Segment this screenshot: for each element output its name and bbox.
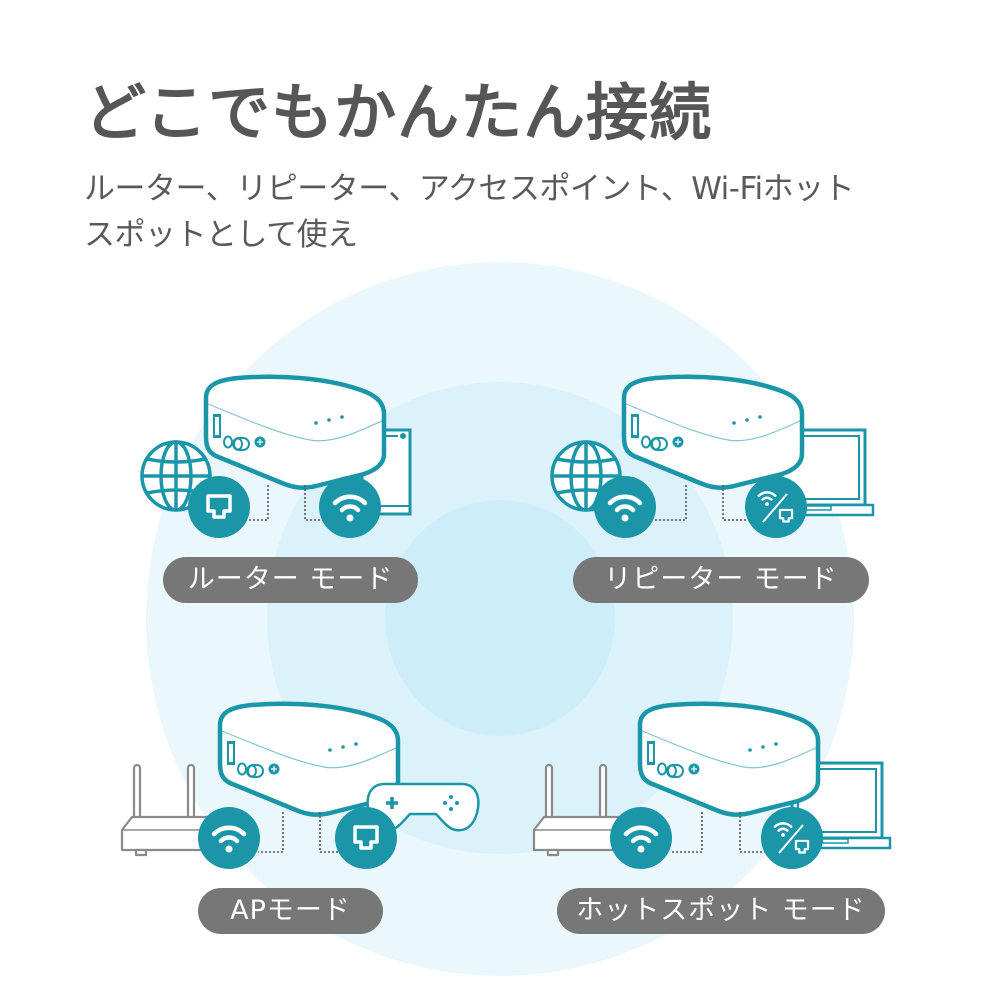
wifi-badge-icon [594,476,656,538]
wifi-or-ethernet-badge-icon [745,476,807,538]
ethernet-badge-icon [335,807,397,869]
hotspot-mode-label: ホットスポット モード [557,888,885,934]
hotspot-mode-illustration [532,704,892,869]
ap-mode-label: APモード [198,888,383,934]
router-mode-illustration [140,377,412,538]
wifi-badge-icon [610,807,672,869]
repeater-mode-label: リピーター モード [573,557,869,603]
ring-inner [385,500,615,736]
router-mode-label: ルーター モード [163,557,418,603]
ap-mode-illustration [120,704,480,869]
repeater-mode-illustration [550,377,875,538]
travel-router-icon [206,377,384,488]
wifi-or-ethernet-badge-icon [761,807,823,869]
gamepad-icon [366,782,480,832]
wifi-badge-icon [198,807,260,869]
travel-router-icon [640,704,818,815]
ethernet-badge-icon [188,476,250,538]
page-title: どこでもかんたん接続 [84,76,713,149]
travel-router-icon [624,377,802,488]
wifi-badge-icon [319,476,381,538]
page-subtitle: ルーター、リピーター、アクセスポイント、Wi-Fiホットスポットとして使え [84,171,855,253]
